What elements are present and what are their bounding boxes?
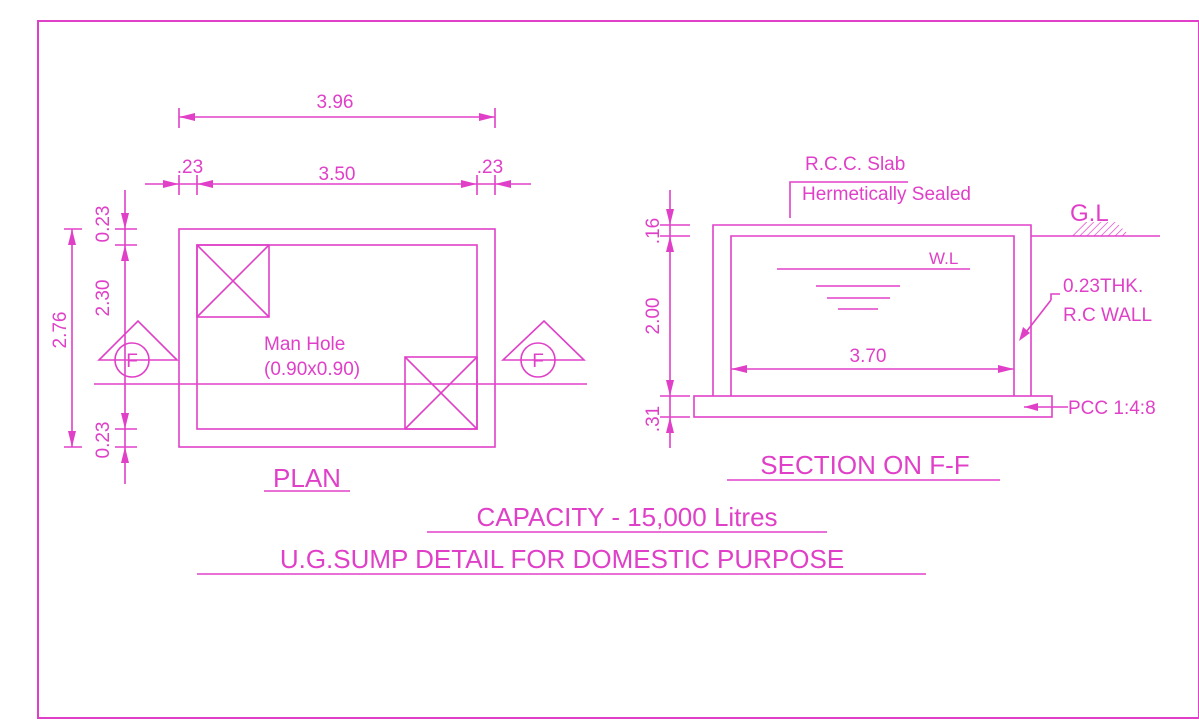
dim-total-height-label: 2.76	[50, 312, 71, 349]
dim-total-height: 2.76	[50, 228, 82, 448]
dim-section-vertical: .16 2.00 .31	[643, 190, 690, 448]
dim-top-wall-label: 0.23	[93, 206, 114, 243]
section-view: G.L W.L R.C.C. Slab Hermetically Sealed …	[643, 154, 1160, 481]
pcc-leader-arrow	[1024, 403, 1038, 411]
drawing-border	[37, 20, 1199, 719]
slab-label: R.C.C. Slab	[805, 154, 905, 175]
main-title: U.G.SUMP DETAIL FOR DOMESTIC PURPOSE	[280, 544, 844, 574]
section-outer-walls	[712, 224, 1032, 396]
section-marker-left: F	[97, 319, 179, 378]
dim-bottom-wall-label: 0.23	[93, 422, 114, 459]
slab-note-text: Hermetically Sealed	[802, 184, 971, 205]
dim-base-label: .31	[643, 406, 664, 432]
wall-leader: 0.23THK. R.C WALL	[1019, 276, 1152, 341]
dim-section-inner-width: 3.70	[731, 346, 1014, 373]
manhole-top-left	[196, 244, 270, 318]
pcc-base	[693, 395, 1053, 418]
section-inner-walls	[730, 235, 1015, 396]
manhole-size: (0.90x0.90)	[264, 359, 360, 380]
section-marker-right: F	[500, 319, 586, 378]
section-marker-left-label: F	[126, 351, 138, 372]
water-level-label: W.L	[929, 249, 958, 268]
dim-section-inner-width-label: 3.70	[850, 346, 887, 367]
dim-inner-width-label: 3.50	[319, 164, 356, 185]
section-title: SECTION ON F-F	[760, 450, 969, 480]
dim-overall-width-label: 3.96	[317, 92, 354, 113]
plan-inner-wall	[196, 244, 478, 430]
capacity-title: CAPACITY - 15,000 Litres	[476, 502, 777, 532]
wall-thickness-label: 0.23THK.	[1063, 276, 1143, 297]
wall-type-label: R.C WALL	[1063, 305, 1152, 326]
plan-outer-wall	[178, 228, 496, 448]
dim-overall-width: 3.96	[178, 92, 496, 128]
plan-title: PLAN	[273, 463, 341, 493]
section-marker-right-label: F	[532, 351, 544, 372]
pcc-label: PCC 1:4:8	[1068, 398, 1156, 419]
dim-slab-label: .16	[643, 218, 664, 244]
dim-wall-row: .23 3.50 .23	[145, 157, 531, 195]
dim-left-wall-label: .23	[177, 157, 203, 178]
manhole-label: Man Hole	[264, 334, 345, 355]
dim-depth-label: 2.00	[643, 298, 664, 335]
plan-view: Man Hole (0.90x0.90) F F 3.96	[50, 92, 587, 493]
manhole-bottom-right	[404, 356, 478, 430]
dim-height-chain: 0.23 2.30 0.23	[93, 190, 137, 484]
dim-inner-height-label: 2.30	[93, 280, 114, 317]
water-level-symbol: W.L	[777, 249, 970, 310]
dim-right-wall-label: .23	[477, 157, 503, 178]
ground-level-label: G.L	[1070, 200, 1109, 227]
ground-hatch	[1070, 222, 1130, 236]
slab-leader	[789, 181, 908, 218]
